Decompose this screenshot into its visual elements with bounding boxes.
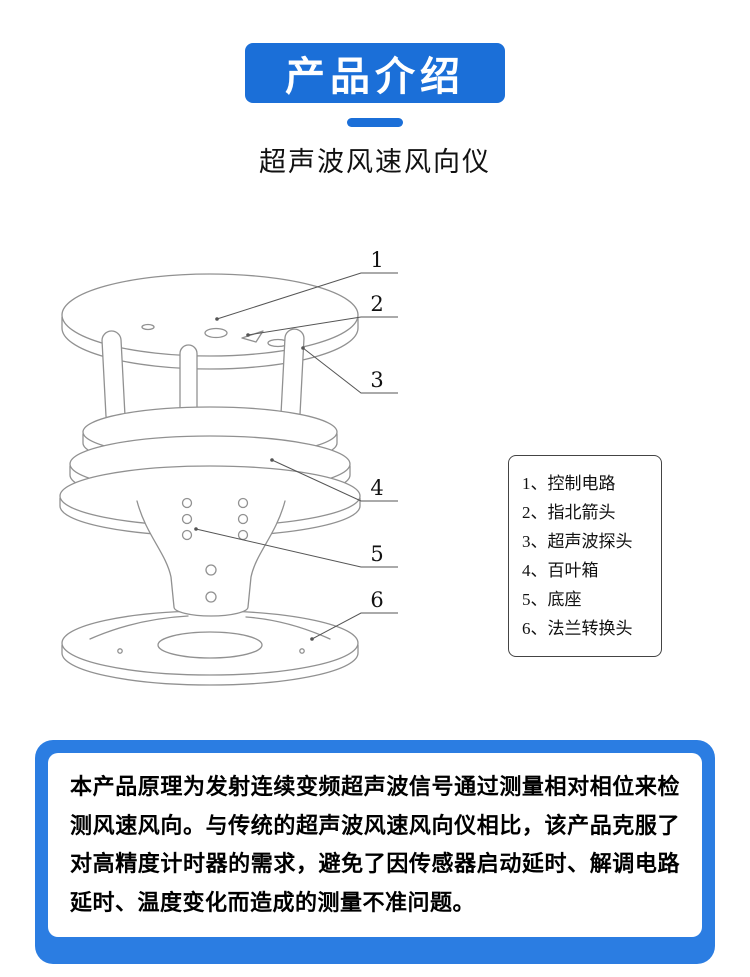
callout-2: 2	[246, 292, 398, 337]
page-title: 产品介绍	[245, 43, 505, 103]
legend-item-control-circuit: 1、控制电路	[522, 474, 616, 493]
top-disc	[61, 273, 359, 370]
callout-1: 1	[215, 248, 398, 321]
legend-item-north-arrow: 2、指北箭头	[522, 503, 616, 522]
product-subtitle: 超声波风速风向仪	[259, 147, 491, 177]
description-panel: 本产品原理为发射连续变频超声波信号通过测量相对相位来检测风速风向。与传统的超声波…	[35, 740, 715, 964]
svg-text:1: 1	[370, 248, 383, 272]
title-divider	[347, 118, 403, 127]
diagram-section: 1 2 3 4	[0, 235, 750, 705]
description-text: 本产品原理为发射连续变频超声波信号通过测量相对相位来检测风速风向。与传统的超声波…	[70, 774, 680, 915]
svg-text:4: 4	[370, 476, 383, 500]
svg-text:3: 3	[370, 368, 383, 392]
legend-item-louver-box: 4、百叶箱	[522, 561, 599, 580]
legend-item-flange-adapter: 6、法兰转换头	[522, 619, 633, 638]
cone-body	[136, 497, 286, 617]
anemometer-exploded-diagram: 1 2 3 4	[59, 248, 398, 686]
svg-text:2: 2	[370, 292, 383, 316]
svg-text:5: 5	[370, 542, 383, 566]
legend-item-base: 5、底座	[522, 590, 582, 609]
callout-4: 4	[270, 458, 398, 502]
callouts: 1 2 3 4	[194, 248, 398, 641]
louver-stack	[59, 406, 361, 537]
callout-3: 3	[301, 346, 398, 394]
legend-item-ultrasonic-probe: 3、超声波探头	[522, 532, 633, 551]
flange-base	[61, 610, 359, 686]
description-card: 本产品原理为发射连续变频超声波信号通过测量相对相位来检测风速风向。与传统的超声波…	[48, 753, 702, 937]
callout-5: 5	[194, 527, 398, 568]
callout-6: 6	[310, 588, 398, 641]
svg-text:6: 6	[370, 588, 383, 612]
legend-box: 1、控制电路 2、指北箭头 3、超声波探头 4、百叶箱 5、底座 6、法兰转换头	[508, 455, 662, 657]
